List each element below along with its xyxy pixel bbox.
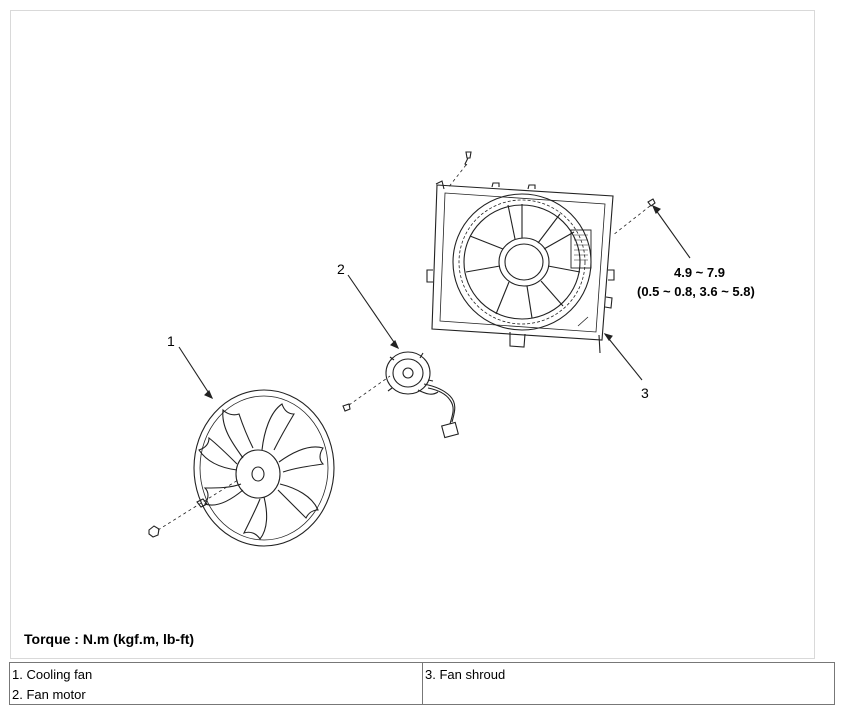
legend-item-cooling-fan: 1. Cooling fan [12, 667, 93, 682]
parts-legend-table: 1. Cooling fan 2. Fan motor 3. Fan shrou… [9, 662, 835, 705]
legend-column-left: 1. Cooling fan 2. Fan motor [10, 663, 423, 704]
torque-units-caption: Torque : N.m (kgf.m, lb-ft) [24, 631, 195, 647]
torque-spec-value: 4.9 ~ 7.9 [674, 265, 725, 280]
legend-item-fan-shroud: 3. Fan shroud [425, 667, 506, 682]
torque-spec-conversion: (0.5 ~ 0.8, 3.6 ~ 5.8) [637, 284, 755, 299]
fan-motor-drawing [385, 351, 459, 439]
cooling-fan-drawing [193, 389, 335, 547]
fan-shroud-drawing [426, 180, 615, 354]
legend-item-fan-motor: 2. Fan motor [12, 687, 86, 702]
callout-2: 2 [337, 261, 345, 277]
callout-3: 3 [641, 385, 649, 401]
figure-frame [10, 10, 815, 659]
callout-1: 1 [167, 333, 175, 349]
legend-column-right: 3. Fan shroud [423, 663, 834, 704]
